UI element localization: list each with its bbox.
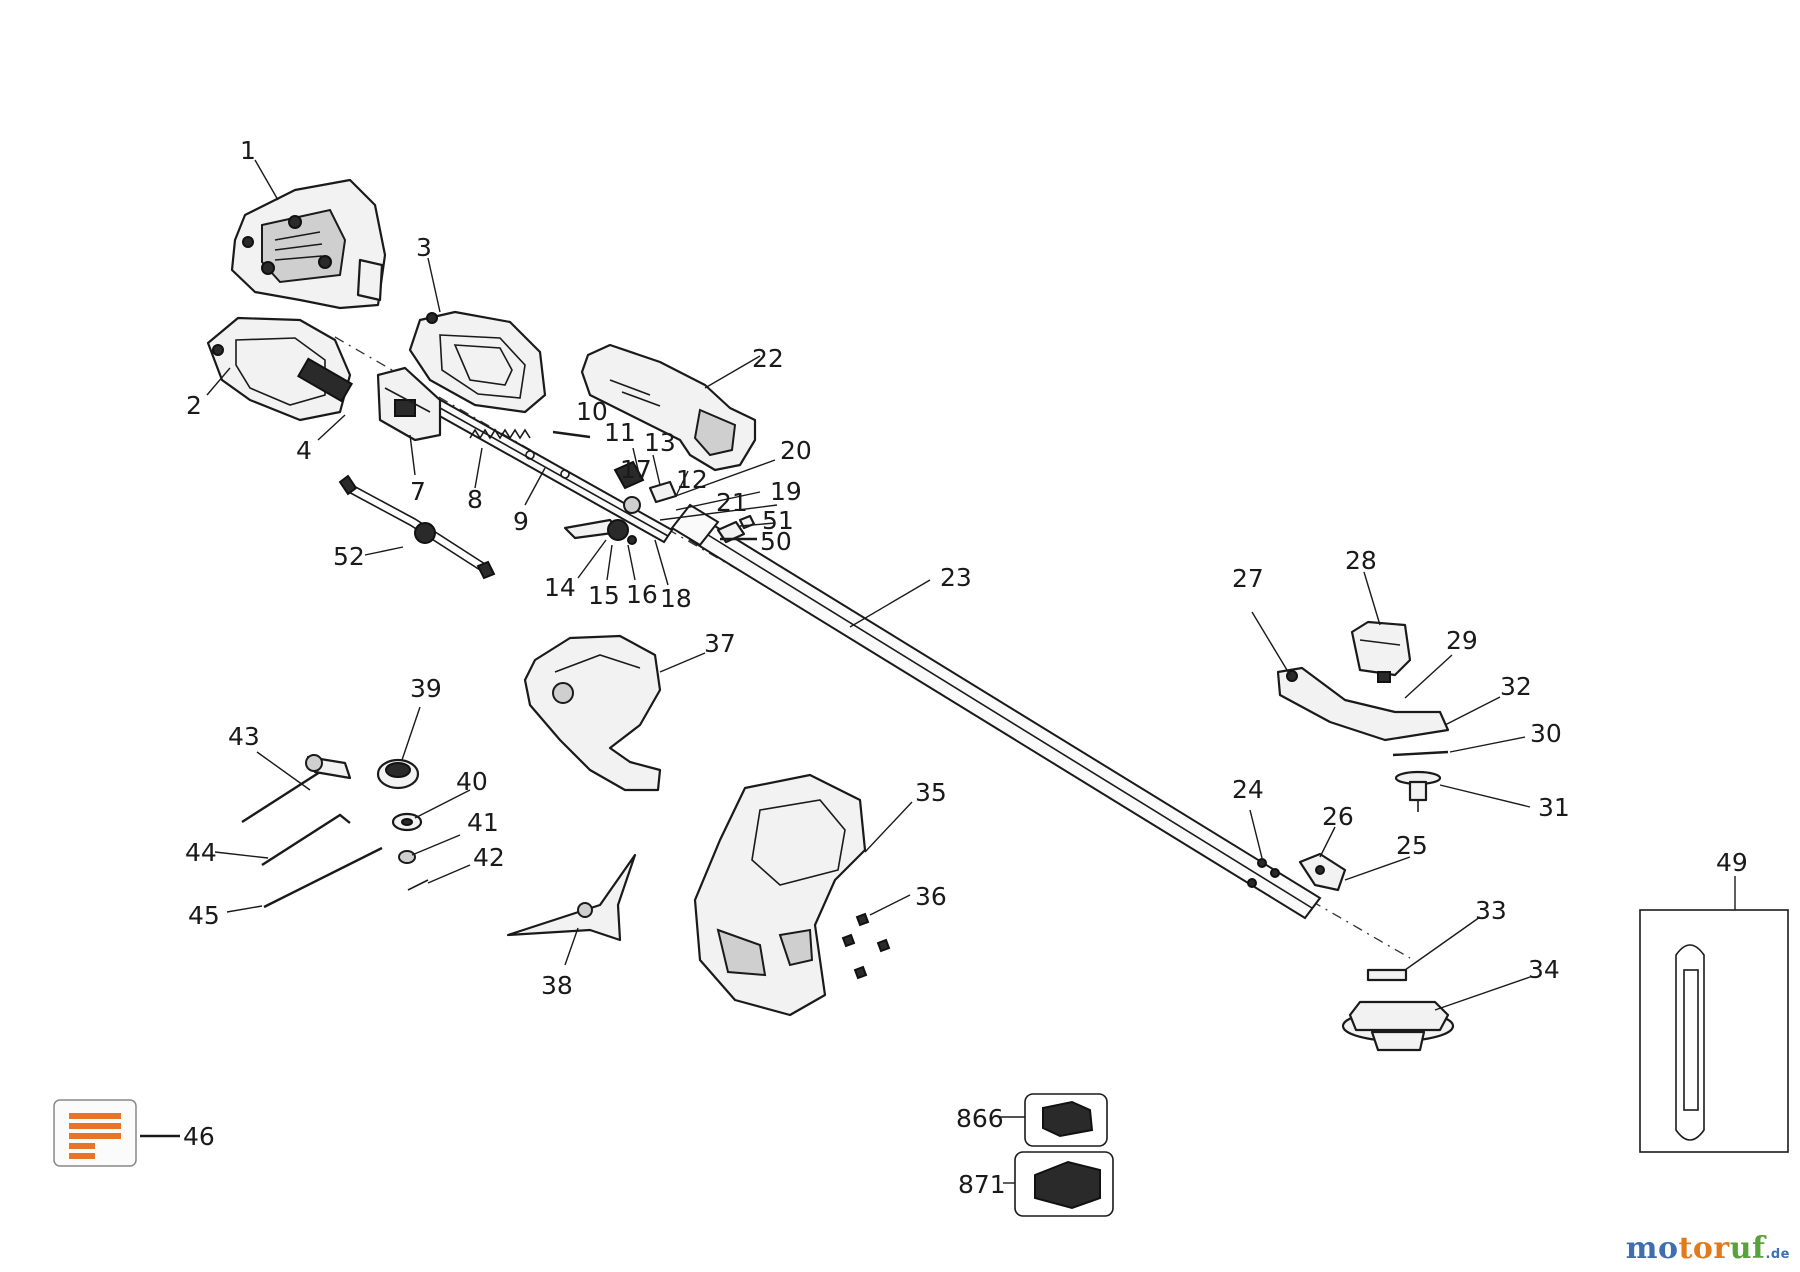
callout-52: 52 [333,542,365,571]
part-22-rear-handle-grip [580,343,757,472]
part-40-washer [391,812,423,832]
callout-37: 37 [704,629,736,658]
callout-25: 25 [1396,831,1428,860]
part-46-warning-label [53,1099,137,1167]
part-24-bolts [1247,858,1280,888]
callout-23: 23 [940,563,972,592]
callout-labels: 1 2 3 4 7 8 9 10 11 12 13 14 15 16 17 18… [183,136,1748,1199]
callout-22: 22 [752,344,784,373]
watermark-tld: .de [1765,1247,1790,1262]
callout-30: 30 [1530,719,1562,748]
callout-8: 8 [467,485,483,514]
part-41-nut [398,850,416,864]
part-26-clamp [1298,852,1347,892]
part-43-wrench [241,754,352,824]
callout-26: 26 [1322,802,1354,831]
part-38-cutting-blade [506,853,637,942]
callout-36: 36 [915,882,947,911]
part-39-nut-cap [376,758,420,790]
part-31-spindle [1394,770,1442,812]
callout-18: 18 [660,584,692,613]
callout-40: 40 [456,767,488,796]
part-33-trimmer-line [1366,968,1408,982]
callout-2: 2 [186,391,202,420]
watermark-part3: uf [1729,1231,1766,1266]
callout-15: 15 [588,581,620,610]
callout-38: 38 [541,971,573,1000]
watermark-part1: mo [1625,1231,1679,1266]
part-3-battery-housing [408,310,547,414]
part-42-pin [407,879,429,891]
callout-34: 34 [1528,955,1560,984]
callout-42: 42 [473,843,505,872]
callout-10: 10 [576,397,608,426]
watermark-logo: motoruf.de [1626,1231,1790,1266]
callout-51: 51 [762,506,794,535]
callout-7: 7 [410,477,426,506]
trigger-cluster [563,460,756,545]
leader-lines [140,159,1736,1184]
part-49-manual [1639,909,1789,1153]
callout-27: 27 [1232,564,1264,593]
callout-28: 28 [1345,546,1377,575]
callout-41: 41 [467,808,499,837]
callout-29: 29 [1446,626,1478,655]
part-37-auxiliary-handle [523,634,662,792]
part-44-hex-key [261,813,351,867]
callout-31: 31 [1538,793,1570,822]
callout-16: 16 [626,580,658,609]
callout-46: 46 [183,1122,215,1151]
callout-12: 12 [676,465,708,494]
callout-11: 11 [604,418,636,447]
part-36-screws [841,912,891,980]
part-8-spring [469,428,531,440]
part-23-shaft-tube [670,503,1322,920]
part-866-battery [1024,1093,1108,1147]
callout-19: 19 [770,477,802,506]
callout-871: 871 [958,1170,1006,1199]
part-7-switch-housing [376,366,442,442]
callout-9: 9 [513,507,529,536]
callout-17: 17 [620,455,652,484]
callout-50: 50 [760,527,792,556]
part-2-battery-cover [206,316,354,422]
callout-866: 866 [956,1104,1004,1133]
callout-14: 14 [544,573,576,602]
callout-43: 43 [228,722,260,751]
callout-35: 35 [915,778,947,807]
part-35-blade-guard [693,773,867,1017]
callout-13: 13 [644,428,676,457]
callout-32: 32 [1500,672,1532,701]
callout-21: 21 [716,488,748,517]
callout-49: 49 [1716,848,1748,877]
callout-20: 20 [780,436,812,465]
part-34-trimmer-head [1341,1000,1455,1052]
part-871-charger [1014,1151,1114,1217]
part-52-shoulder-strap [338,474,496,580]
callout-4: 4 [296,436,312,465]
callout-45: 45 [188,901,220,930]
callout-33: 33 [1475,896,1507,925]
watermark-part2: tor [1678,1231,1730,1266]
part-30-washer [1392,750,1449,757]
callout-39: 39 [410,674,442,703]
part-10-pin [552,430,591,439]
part-28-motor [1350,620,1412,683]
part-45-rod [263,846,383,909]
part-1-rear-housing [230,178,387,310]
callout-24: 24 [1232,775,1264,804]
callout-1: 1 [240,136,256,165]
callout-3: 3 [416,233,432,262]
part-27-gear-housing [1276,666,1450,742]
callout-44: 44 [185,838,217,867]
